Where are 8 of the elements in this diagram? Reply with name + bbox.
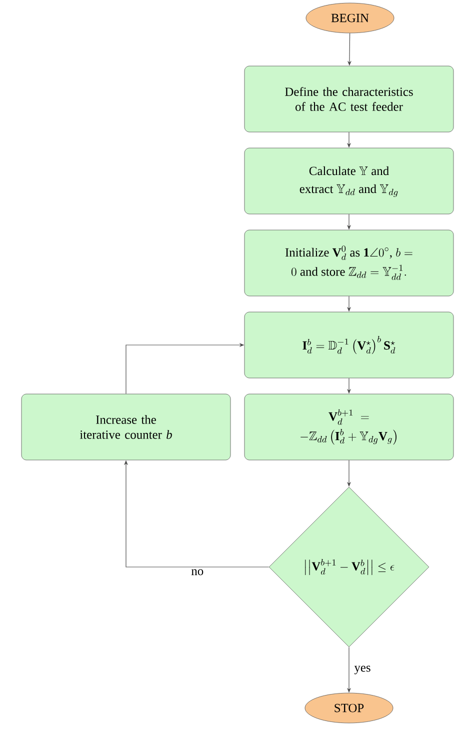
process-box: Define the characteristics of the AC test feeder <box>244 66 454 132</box>
process-box: $\begin{gathered}\mathbf{V}_d^{b+1} \;=\\ -\mathbb{Z}_{dd}\left(\mathbf{I}_d^b + \mathbb{Y}_{dg}\mathbf{V}_g\right)\end{gathered}$ <box>244 394 454 460</box>
edge-label: no <box>190 568 205 576</box>
process-box: Increase the iterative counter b <box>21 394 231 460</box>
process-box: $\begin{gathered}\text{Initialize } \mathbf{V}_d^0 \text{ as } \mathbf{1}\angle 0^{\circ}\text{, } b =\\ 0 \text{ and store } \mathbb{Z}_{dd} = \mathbb{Y}_{dd}^{-1}.\end{gathered}$ <box>244 230 454 296</box>
process-box: $\begin{gathered}\text{Calculate } \mathbb{Y} \text{ and}\\ \text{extract } \mathbb{Y}_{dd} \text{ and } \mathbb{Y}_{dg}\end{gathered}$ <box>244 148 454 214</box>
process-box: $\mathbf{I}_d^b = \mathbb{D}_d^{-1}\left(\mathbf{V}_d^{\star}\right)^b \mathbf{S}_d^{\star}$ <box>244 312 454 378</box>
edge-label: yes <box>353 664 372 676</box>
